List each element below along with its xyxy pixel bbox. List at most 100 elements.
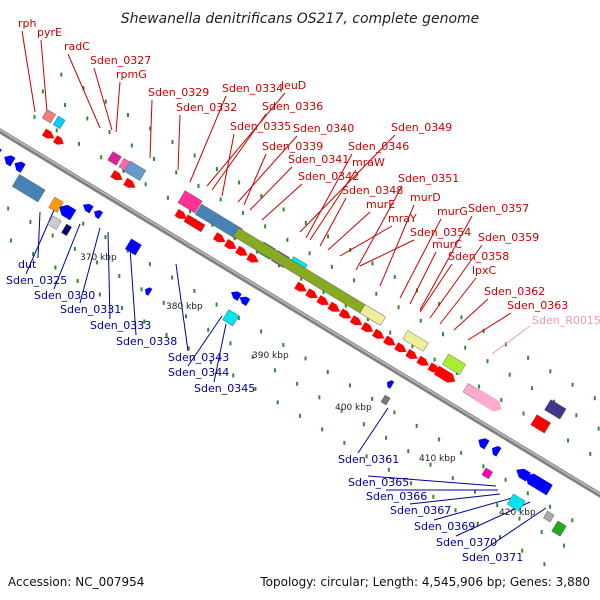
gene-block	[530, 414, 551, 434]
gene-feature	[492, 445, 502, 457]
gene-feature	[294, 281, 307, 292]
guide-dot	[185, 314, 188, 319]
label-connector	[319, 197, 347, 247]
gene-label-forward: Sden_0358	[448, 250, 509, 263]
guide-dot	[300, 276, 303, 281]
guide-dot	[375, 291, 378, 296]
gene-label-forward: Sden_0341	[288, 153, 349, 166]
guide-dot	[597, 426, 600, 431]
gene-feature	[231, 291, 242, 301]
gene-feature	[371, 328, 385, 339]
gene-label-forward: Sden_0329	[148, 86, 209, 99]
guide-dot	[304, 220, 307, 225]
guide-dot	[437, 437, 440, 442]
gene-label-reverse: Sden_0365	[348, 476, 409, 489]
gene-label-forward: Sden_0354	[410, 226, 471, 239]
gene-label-forward: Sden_0357	[468, 202, 529, 215]
gene-label-forward: leuD	[281, 79, 306, 92]
guide-dot	[238, 180, 241, 185]
guide-dot	[322, 290, 325, 295]
gene-label-forward: Sden_0342	[298, 170, 359, 183]
guide-dot	[64, 103, 67, 108]
gene-label-reverse: Sden_0338	[116, 335, 177, 348]
guide-dot	[562, 543, 565, 548]
gene-label-forward: Sden_0332	[176, 101, 237, 114]
gene-arrow	[492, 445, 502, 457]
gene-arrow	[212, 232, 226, 243]
gene-block	[380, 394, 391, 406]
label-connector	[93, 67, 113, 131]
gene-feature	[235, 245, 248, 256]
label-connector	[37, 211, 41, 259]
gene-label-reverse: Sden_0331	[60, 303, 121, 316]
label-connector	[433, 497, 513, 521]
gene-block	[506, 493, 526, 512]
gene-feature	[338, 308, 351, 319]
gene-label-forward: Sden_0335	[230, 120, 291, 133]
gene-label-forward: pyrE	[37, 26, 62, 39]
gene-feature	[107, 151, 122, 166]
gene-arrow	[316, 295, 329, 306]
gene-label-rna: Sden_R0015	[532, 314, 600, 327]
gene-feature	[4, 155, 16, 167]
guide-dot	[504, 477, 507, 482]
guide-dot	[371, 261, 374, 266]
guide-dot	[32, 252, 35, 257]
label-connector	[25, 209, 55, 275]
guide-dot	[498, 535, 501, 540]
label-connector	[419, 215, 473, 311]
gene-feature	[41, 109, 57, 124]
label-connector	[40, 39, 48, 113]
gene-label-forward: Sden_0334	[222, 82, 283, 95]
guide-dot	[122, 168, 125, 173]
gene-feature	[239, 296, 251, 307]
guide-dot	[140, 287, 143, 292]
guide-dot	[326, 369, 329, 374]
guide-dot	[187, 346, 190, 351]
gene-feature	[405, 348, 418, 359]
gene-arrow	[474, 389, 502, 412]
guide-dot	[549, 504, 552, 509]
gene-label-forward: Sden_0363	[507, 299, 568, 312]
label-connector	[221, 133, 235, 197]
guide-dot	[486, 359, 489, 364]
gene-label-reverse: Sden_0330	[34, 289, 95, 302]
gene-feature	[387, 380, 395, 389]
guide-dot	[215, 302, 218, 307]
gene-arrow	[338, 308, 351, 319]
guide-dot	[438, 301, 441, 306]
label-connector	[213, 323, 227, 383]
label-connector	[419, 263, 453, 313]
gene-arrow	[174, 208, 187, 219]
map-title: Shewanella denitrificans OS217, complete…	[121, 11, 480, 27]
label-connector	[149, 99, 153, 159]
accession-text: Accession: NC_007954	[8, 575, 144, 589]
gene-feature	[212, 232, 226, 243]
gene-block	[47, 215, 62, 230]
guide-dot	[126, 113, 129, 118]
gene-label-forward: Sden_0327	[90, 54, 151, 67]
guide-dot	[371, 396, 374, 401]
gene-block	[107, 151, 122, 166]
guide-dot	[166, 195, 169, 200]
guide-dot	[327, 234, 330, 239]
gene-label-forward: mraW	[352, 156, 385, 169]
gene-label-forward: murE	[366, 198, 395, 211]
guide-dot	[76, 279, 79, 284]
label-connector	[115, 81, 121, 133]
guide-dot	[543, 562, 546, 567]
guide-dot	[508, 372, 511, 377]
gene-label-reverse: Sden_0371	[462, 551, 523, 564]
gene-feature	[53, 135, 64, 145]
label-connectors	[21, 30, 547, 552]
guide-dot	[549, 369, 552, 374]
guide-dot	[415, 423, 418, 428]
gene-label-reverse: Sden_0369	[414, 520, 475, 533]
gene-block	[544, 399, 567, 420]
gene-feature	[359, 304, 386, 326]
guide-dot	[429, 462, 432, 467]
gene-label-reverse: Sden_0361	[338, 453, 399, 466]
gene-arrow	[360, 322, 374, 332]
gene-feature	[183, 214, 206, 233]
gene-arrow	[525, 473, 553, 496]
